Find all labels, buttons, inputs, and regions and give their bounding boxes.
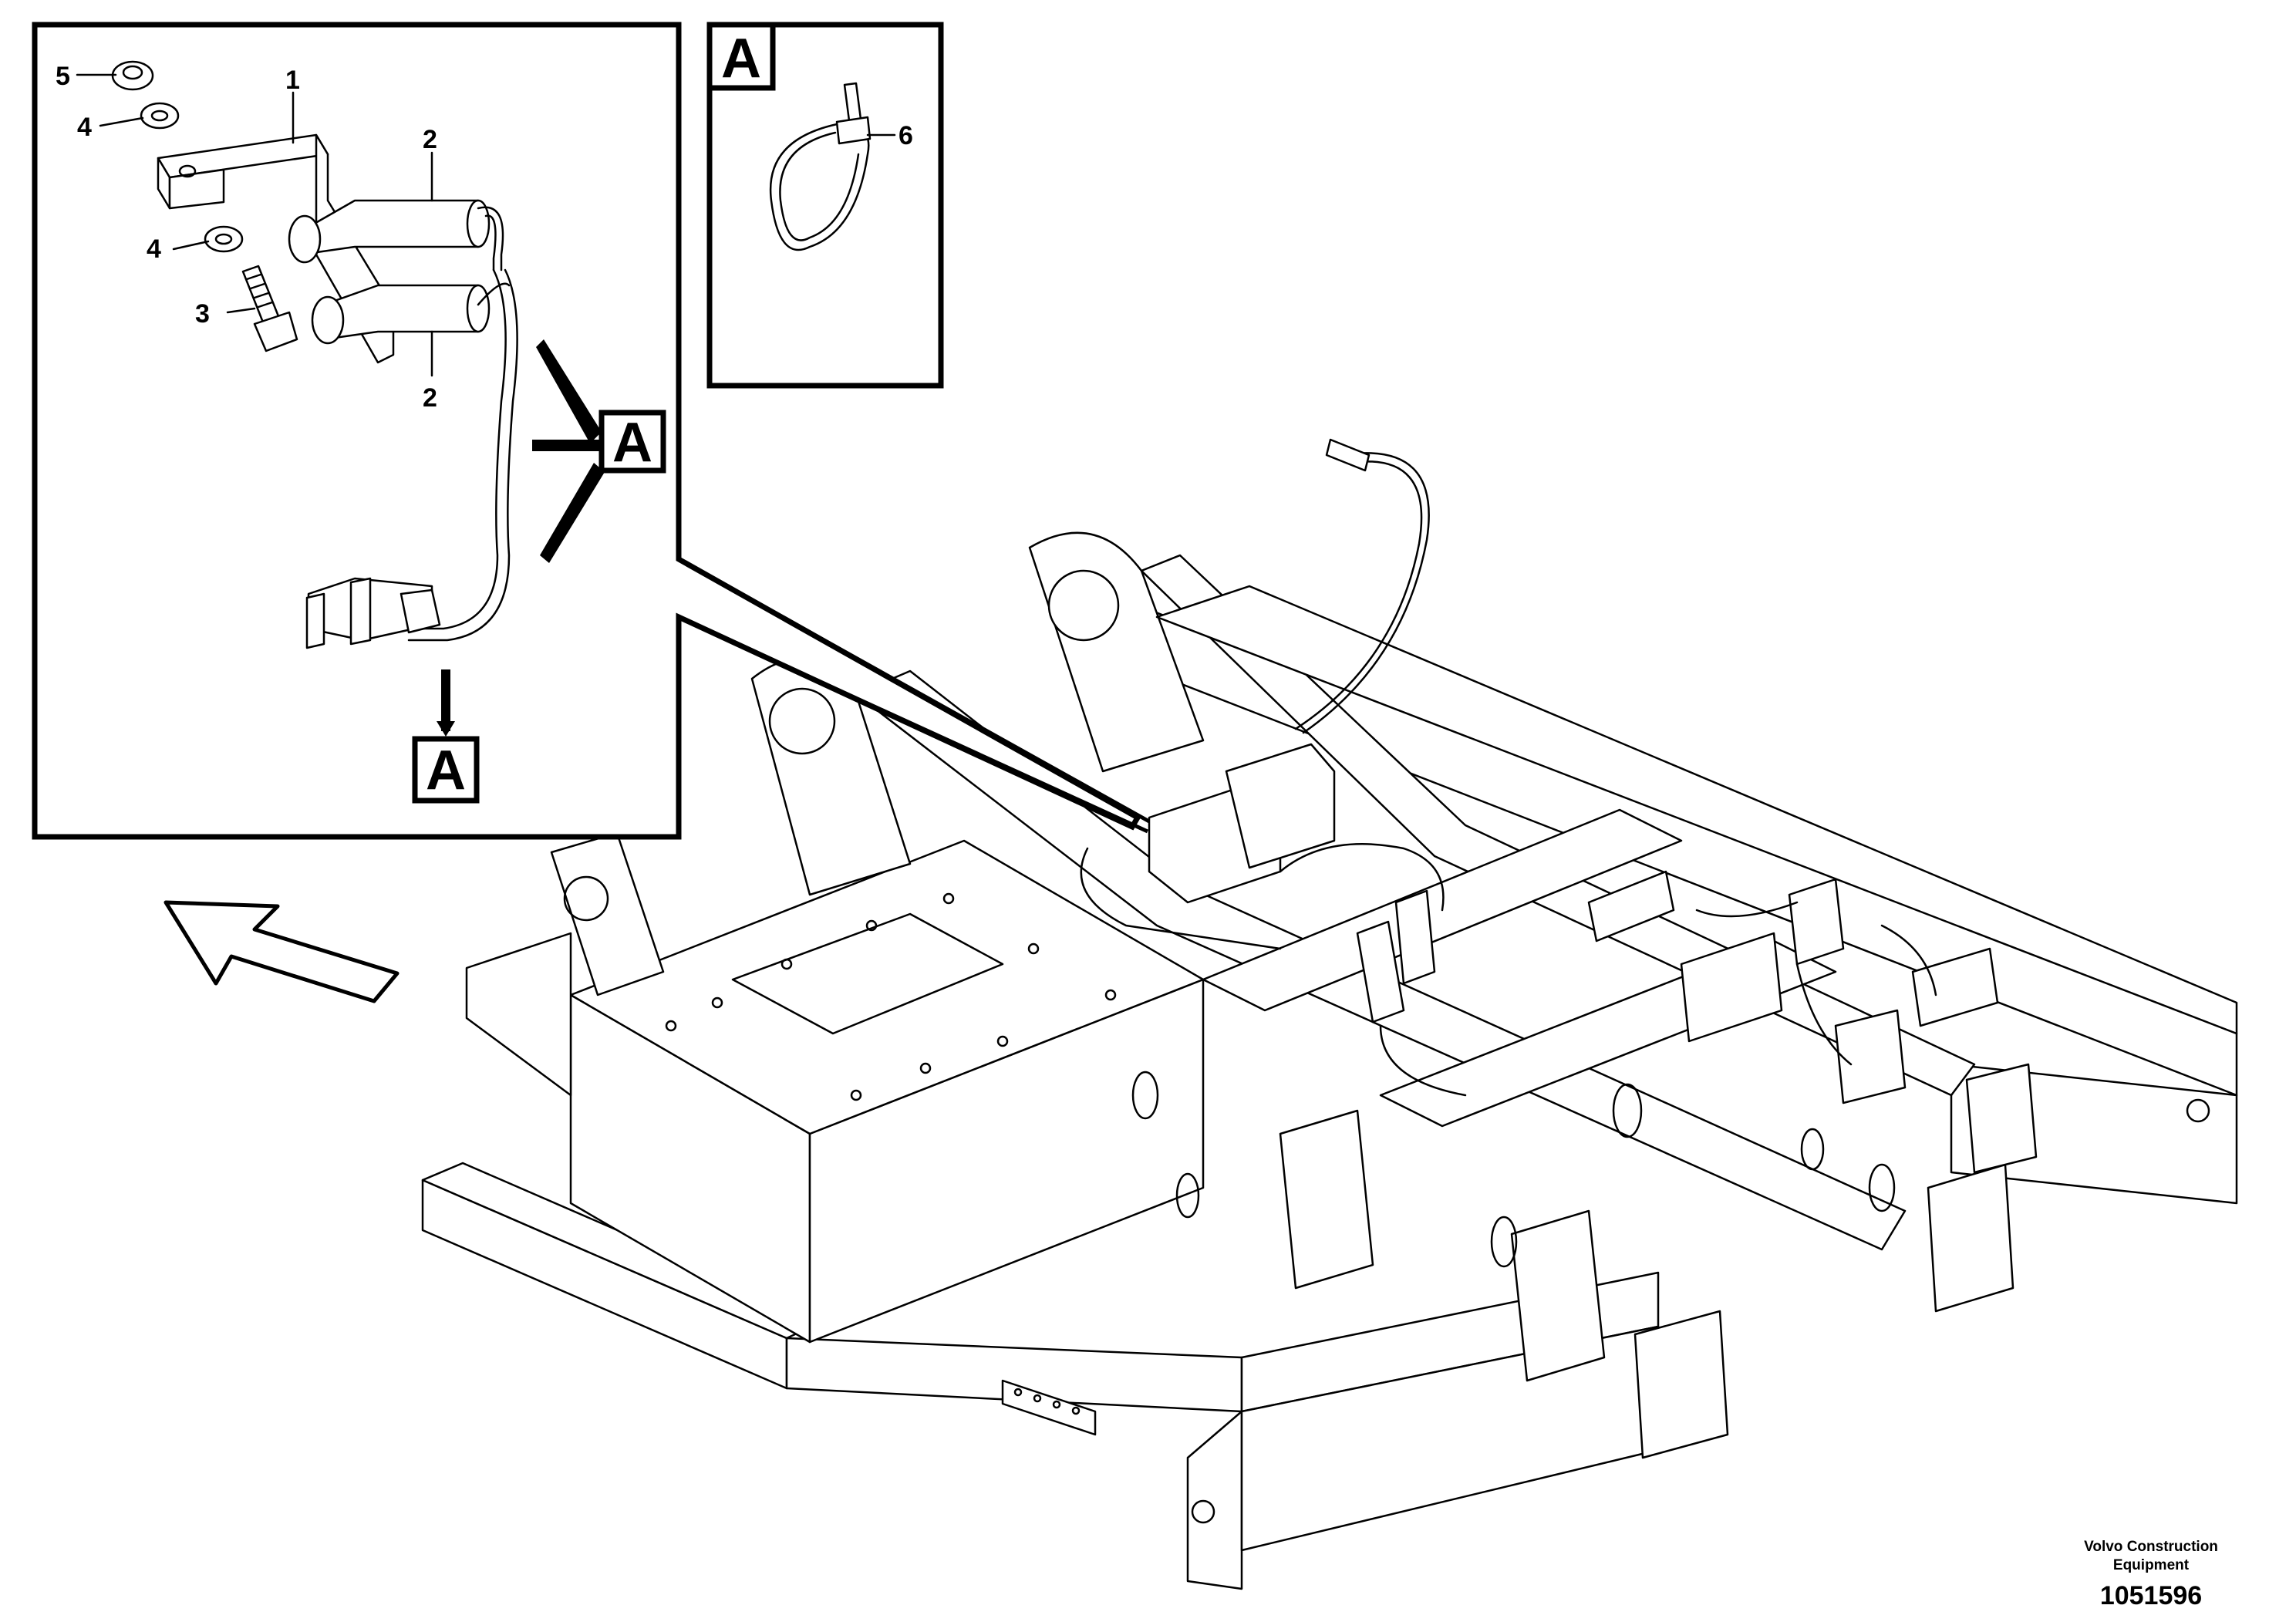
svg-text:A: A xyxy=(721,28,761,89)
drawing-number: 1051596 xyxy=(2099,1581,2203,1610)
wire-harness xyxy=(407,206,518,642)
part-label-2-top: 2 xyxy=(423,125,437,154)
sensor-part-2-upper xyxy=(288,199,491,264)
part-label-4-bottom: 4 xyxy=(147,234,161,264)
view-a-marker-bottom: A xyxy=(412,669,480,804)
company-name-line1: Volvo Construction xyxy=(2084,1539,2218,1555)
sensor-part-2-lower xyxy=(311,284,491,345)
view-a-title-box: A xyxy=(706,22,776,91)
front-direction-arrow-icon xyxy=(164,900,400,1003)
company-name-line2: Equipment xyxy=(2112,1557,2190,1573)
machine-frame-illustration xyxy=(421,438,2238,1590)
washer-part-4-bottom xyxy=(204,225,244,253)
view-a-marker-side: A xyxy=(532,339,666,563)
inset-detail-panel: 5 4 4 3 1 2 2 A A xyxy=(32,22,1151,840)
part-label-6: 6 xyxy=(899,121,913,150)
part-label-4-top: 4 xyxy=(77,113,92,142)
valve-block-group xyxy=(1148,743,1999,1104)
part-label-2-bottom: 2 xyxy=(423,383,437,413)
bolt-part-3 xyxy=(241,265,298,352)
washer-part-4-top xyxy=(140,102,180,130)
part-label-1: 1 xyxy=(285,66,300,95)
detail-view-a-panel: A 6 xyxy=(706,22,944,389)
svg-text:A: A xyxy=(426,740,466,801)
nut-part-5 xyxy=(111,60,154,91)
cable-tie-part-6 xyxy=(769,82,872,251)
part-label-5: 5 xyxy=(56,62,70,91)
svg-text:A: A xyxy=(612,412,652,474)
part-label-3: 3 xyxy=(195,299,210,329)
connector-pair xyxy=(305,577,441,649)
